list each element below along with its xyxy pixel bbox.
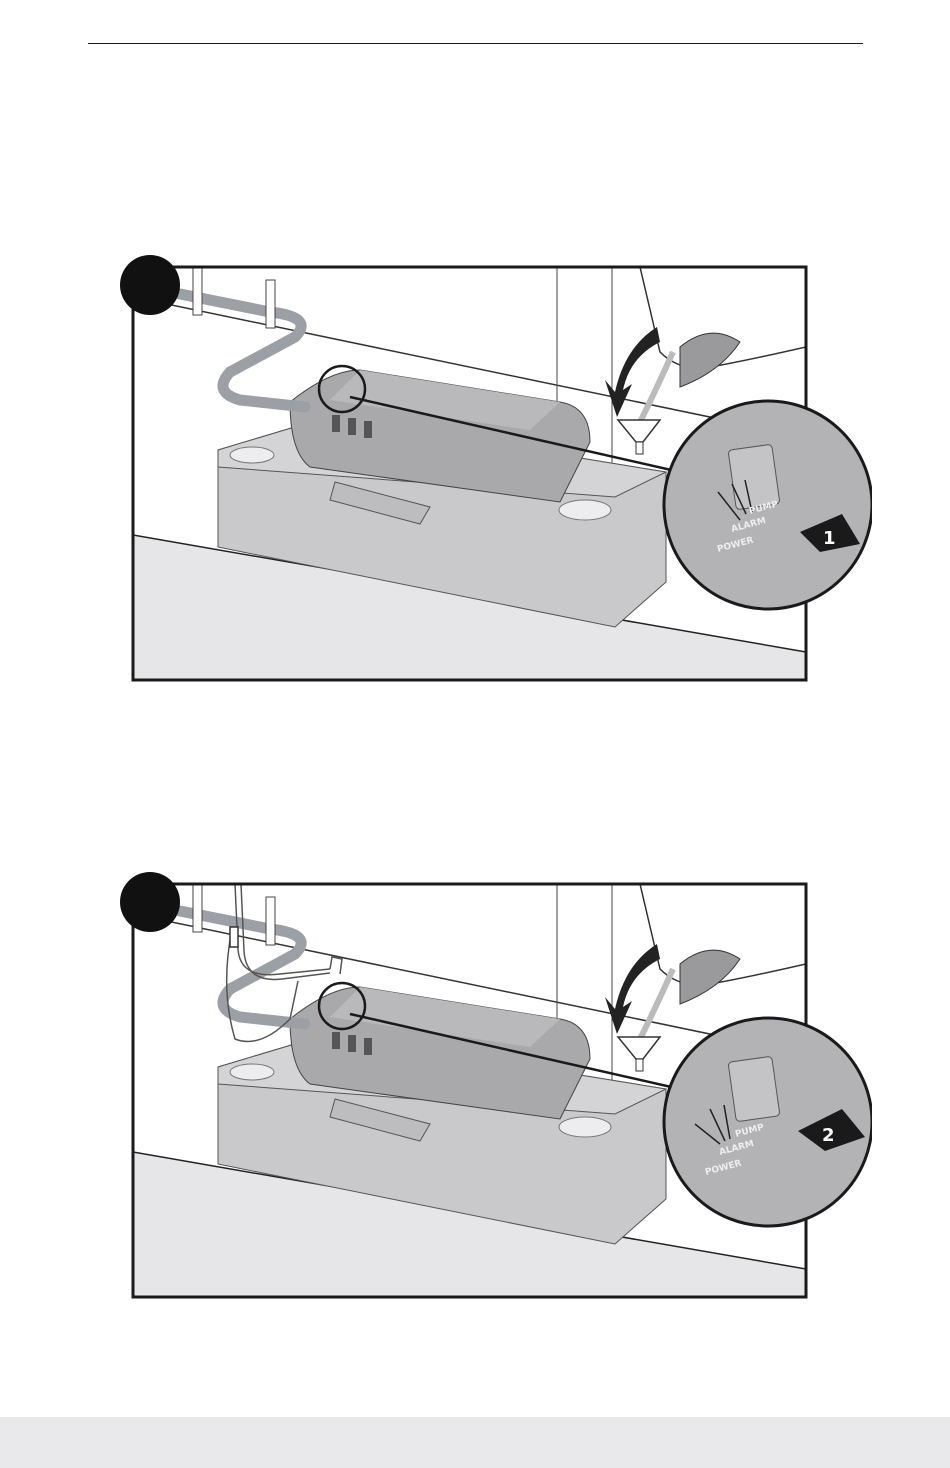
magnifier-icon: PUMP ALARM POWER 2 — [664, 1018, 872, 1226]
header-rule — [88, 43, 863, 44]
indicator-number: 1 — [823, 528, 836, 549]
step-badge-icon — [120, 872, 180, 932]
figure-2: PUMP ALARM POWER 2 — [120, 869, 872, 1301]
figure-1: PUMP ALARM POWER 1 — [120, 252, 872, 684]
magnifier-icon: PUMP ALARM POWER 1 — [664, 401, 872, 609]
footer-band — [0, 1417, 950, 1468]
indicator-number: 2 — [822, 1125, 835, 1146]
step-badge-icon — [120, 255, 180, 315]
